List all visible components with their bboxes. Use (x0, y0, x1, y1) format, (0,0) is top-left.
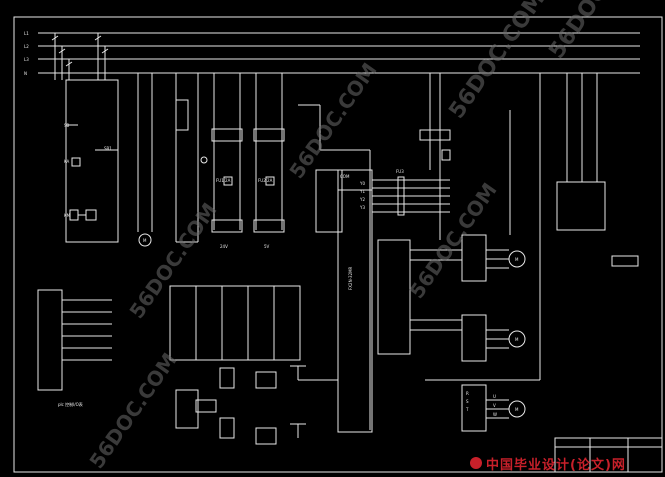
power-label: 5V (264, 244, 270, 249)
motor-label: M (515, 337, 519, 342)
power-label: FU2 2A (258, 178, 273, 183)
fuse-label: FU3 (396, 169, 404, 174)
control-column (175, 73, 208, 243)
power-bus (38, 32, 640, 74)
motor-label: M (515, 257, 519, 262)
table-caption: plc 控制I/O表 (58, 401, 83, 407)
module-label: FX2N-32MR (348, 266, 353, 290)
inverter-label: S (466, 399, 469, 404)
inverter-label: R (466, 391, 469, 396)
power-supply-5v (253, 73, 285, 233)
io-table (37, 289, 112, 391)
power-label: FU1 2A (216, 178, 231, 183)
left-label: KA (64, 159, 70, 164)
inverter-label: U (493, 394, 496, 399)
site-logo: 中国毕业设计(论文)网 (470, 452, 626, 474)
logo-seal-icon (470, 457, 482, 469)
logo-text: 中国毕业设计(论文)网 (486, 457, 626, 473)
plc-label: Y2 (359, 197, 365, 202)
plc-label: COM (340, 174, 350, 179)
inverter-label: W (493, 412, 497, 417)
left-label: SB1 (104, 146, 112, 151)
motor-label: M (515, 407, 519, 412)
relay-ladder (169, 285, 301, 361)
bus-label: N (24, 71, 27, 76)
plc-module (315, 169, 373, 433)
plc-label: Y1 (359, 189, 365, 194)
central-contactor (419, 73, 451, 170)
inverter-label: V (493, 403, 496, 408)
plc-feed (298, 104, 371, 430)
pump-motor (137, 73, 153, 247)
left-control-circuit (65, 79, 119, 243)
power-supply-24v (211, 73, 243, 233)
bus-label: L1 (24, 31, 29, 36)
plc-output-lines (372, 176, 450, 216)
bottom-drive (175, 365, 338, 445)
main-switch (51, 33, 109, 80)
left-label: SB (64, 123, 70, 128)
left-label: KM (64, 213, 71, 218)
bus-label: L3 (24, 57, 29, 62)
plc-label: Y3 (359, 205, 365, 210)
inverter-label: T (465, 407, 469, 412)
vfd-block (377, 73, 541, 432)
plc-label: Y0 (359, 181, 365, 186)
title-block (554, 437, 663, 473)
motor-label: M (143, 238, 147, 243)
bus-label: L2 (24, 44, 29, 49)
power-label: 24V (220, 244, 228, 249)
right-circuit (556, 73, 639, 267)
drawing-frame (13, 16, 663, 473)
